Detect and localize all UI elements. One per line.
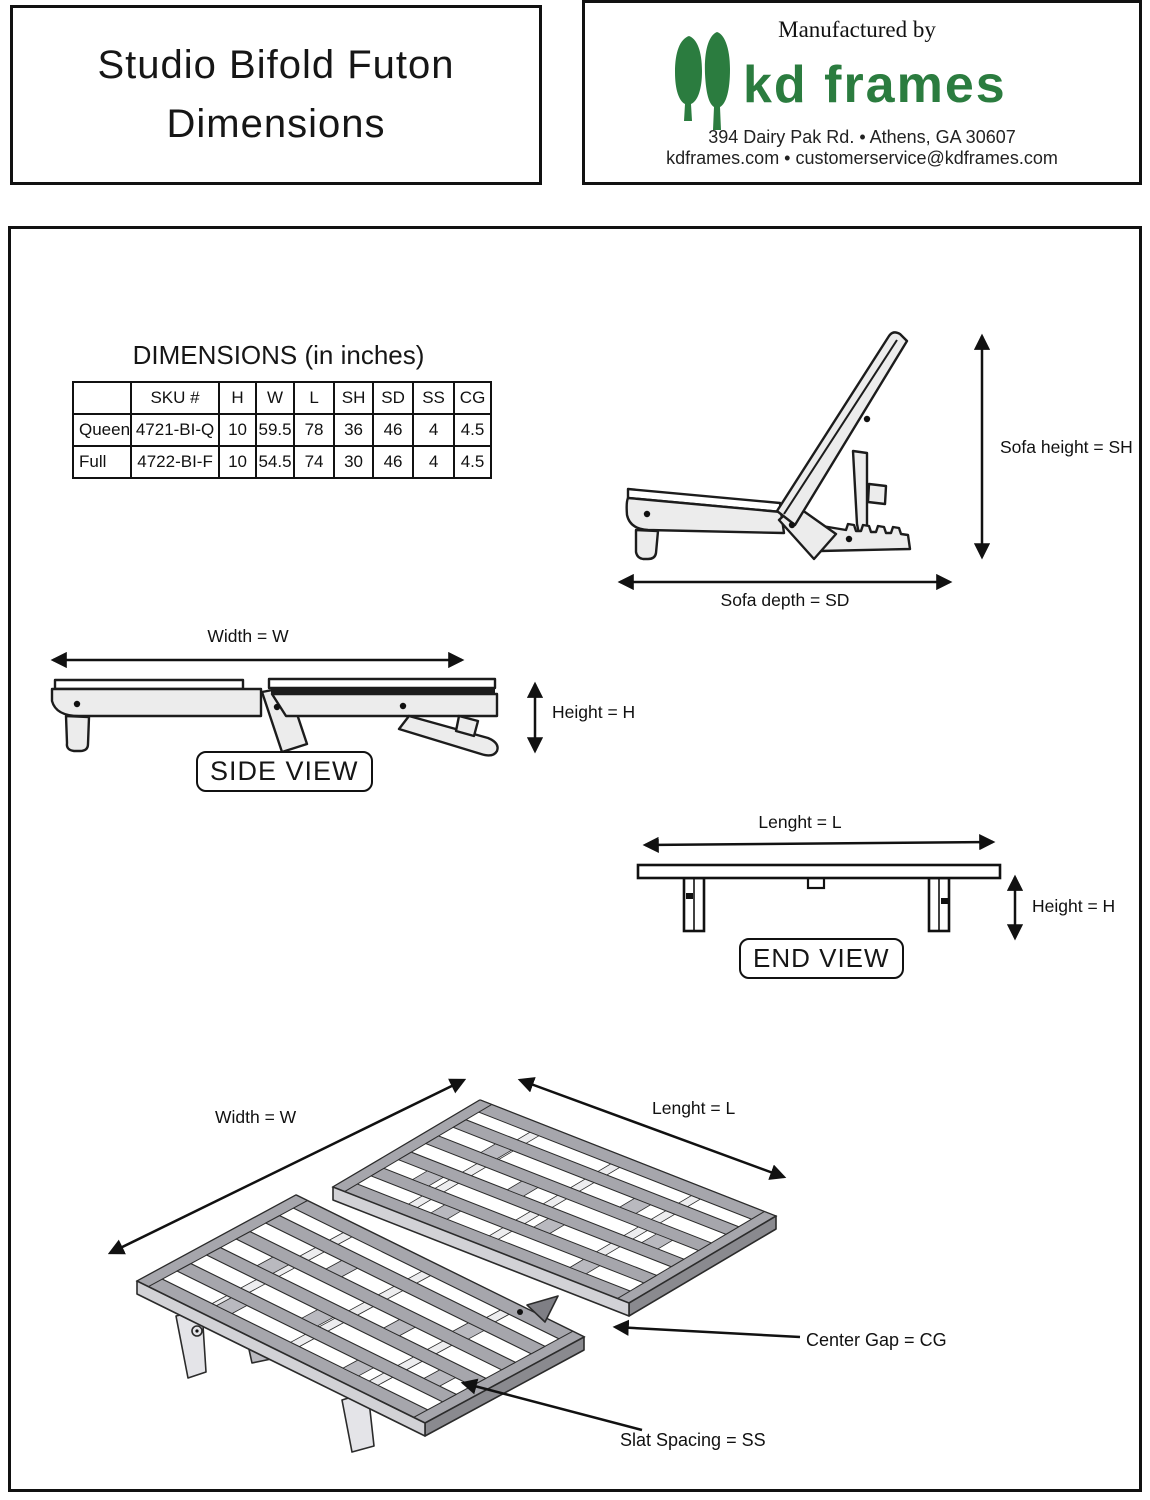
col-blank <box>71 381 133 415</box>
iso-length-label: Lenght = L <box>652 1098 736 1118</box>
col-h: H <box>218 381 258 415</box>
end-view-badge: END VIEW <box>739 938 904 979</box>
cell-cg: 4.5 <box>453 413 493 447</box>
cell-h: 10 <box>218 445 258 479</box>
cell-w: 54.5 <box>255 445 296 479</box>
cell-cg: 4.5 <box>453 445 493 479</box>
side-view-badge: SIDE VIEW <box>196 751 373 792</box>
side-height-label: Height = H <box>552 702 636 722</box>
end-length-label: Lenght = L <box>758 812 842 832</box>
title-box: Studio Bifold Futon Dimensions <box>10 5 542 185</box>
cell-ss: 4 <box>412 413 456 447</box>
row-sku: 4721-BI-Q <box>130 413 221 447</box>
iso-width-label: Width = W <box>215 1107 297 1127</box>
center-gap-label: Center Gap = CG <box>806 1330 947 1350</box>
row-sku: 4722-BI-F <box>130 445 221 479</box>
col-sd: SD <box>372 381 415 415</box>
dimensions-table: SKU # H W L SH SD SS CG Queen 4721-BI-Q … <box>71 381 493 479</box>
brand-contact: kdframes.com • customerservice@kdframes.… <box>666 148 1058 168</box>
col-w: W <box>255 381 296 415</box>
col-sku: SKU # <box>130 381 221 415</box>
end-height-label: Height = H <box>1032 896 1116 916</box>
manufacturer-box: Manufactured by kd frames 394 Dairy Pak … <box>582 0 1142 185</box>
cell-sd: 46 <box>372 413 415 447</box>
page-title-line2: Dimensions <box>166 102 386 146</box>
row-size: Queen <box>71 413 133 447</box>
sofa-height-label: Sofa height = SH <box>1000 437 1133 457</box>
table-title: DIMENSIONS (in inches) <box>132 340 425 370</box>
cell-sh: 36 <box>333 413 375 447</box>
cell-w: 59.5 <box>255 413 296 447</box>
row-size: Full <box>71 445 133 479</box>
cell-h: 10 <box>218 413 258 447</box>
cell-sh: 30 <box>333 445 375 479</box>
table-row: Queen 4721-BI-Q 10 59.5 78 36 46 4 4.5 <box>71 413 493 447</box>
brand-address: 394 Dairy Pak Rd. • Athens, GA 30607 <box>708 127 1016 147</box>
page-title-line1: Studio Bifold Futon <box>97 43 455 87</box>
table-header-row: SKU # H W L SH SD SS CG <box>71 381 493 415</box>
slat-spacing-label: Slat Spacing = SS <box>620 1430 766 1450</box>
two-trees-icon <box>675 32 730 130</box>
col-cg: CG <box>453 381 493 415</box>
cell-ss: 4 <box>412 445 456 479</box>
col-ss: SS <box>412 381 456 415</box>
col-l: L <box>293 381 336 415</box>
cell-l: 74 <box>293 445 336 479</box>
cell-l: 78 <box>293 413 336 447</box>
cell-sd: 46 <box>372 445 415 479</box>
brand-name: kd frames <box>743 56 1007 114</box>
manufactured-by-text: Manufactured by <box>778 17 936 42</box>
side-width-label: Width = W <box>207 626 289 646</box>
sofa-depth-label: Sofa depth = SD <box>720 590 850 610</box>
table-row: Full 4722-BI-F 10 54.5 74 30 46 4 4.5 <box>71 445 493 479</box>
col-sh: SH <box>333 381 375 415</box>
